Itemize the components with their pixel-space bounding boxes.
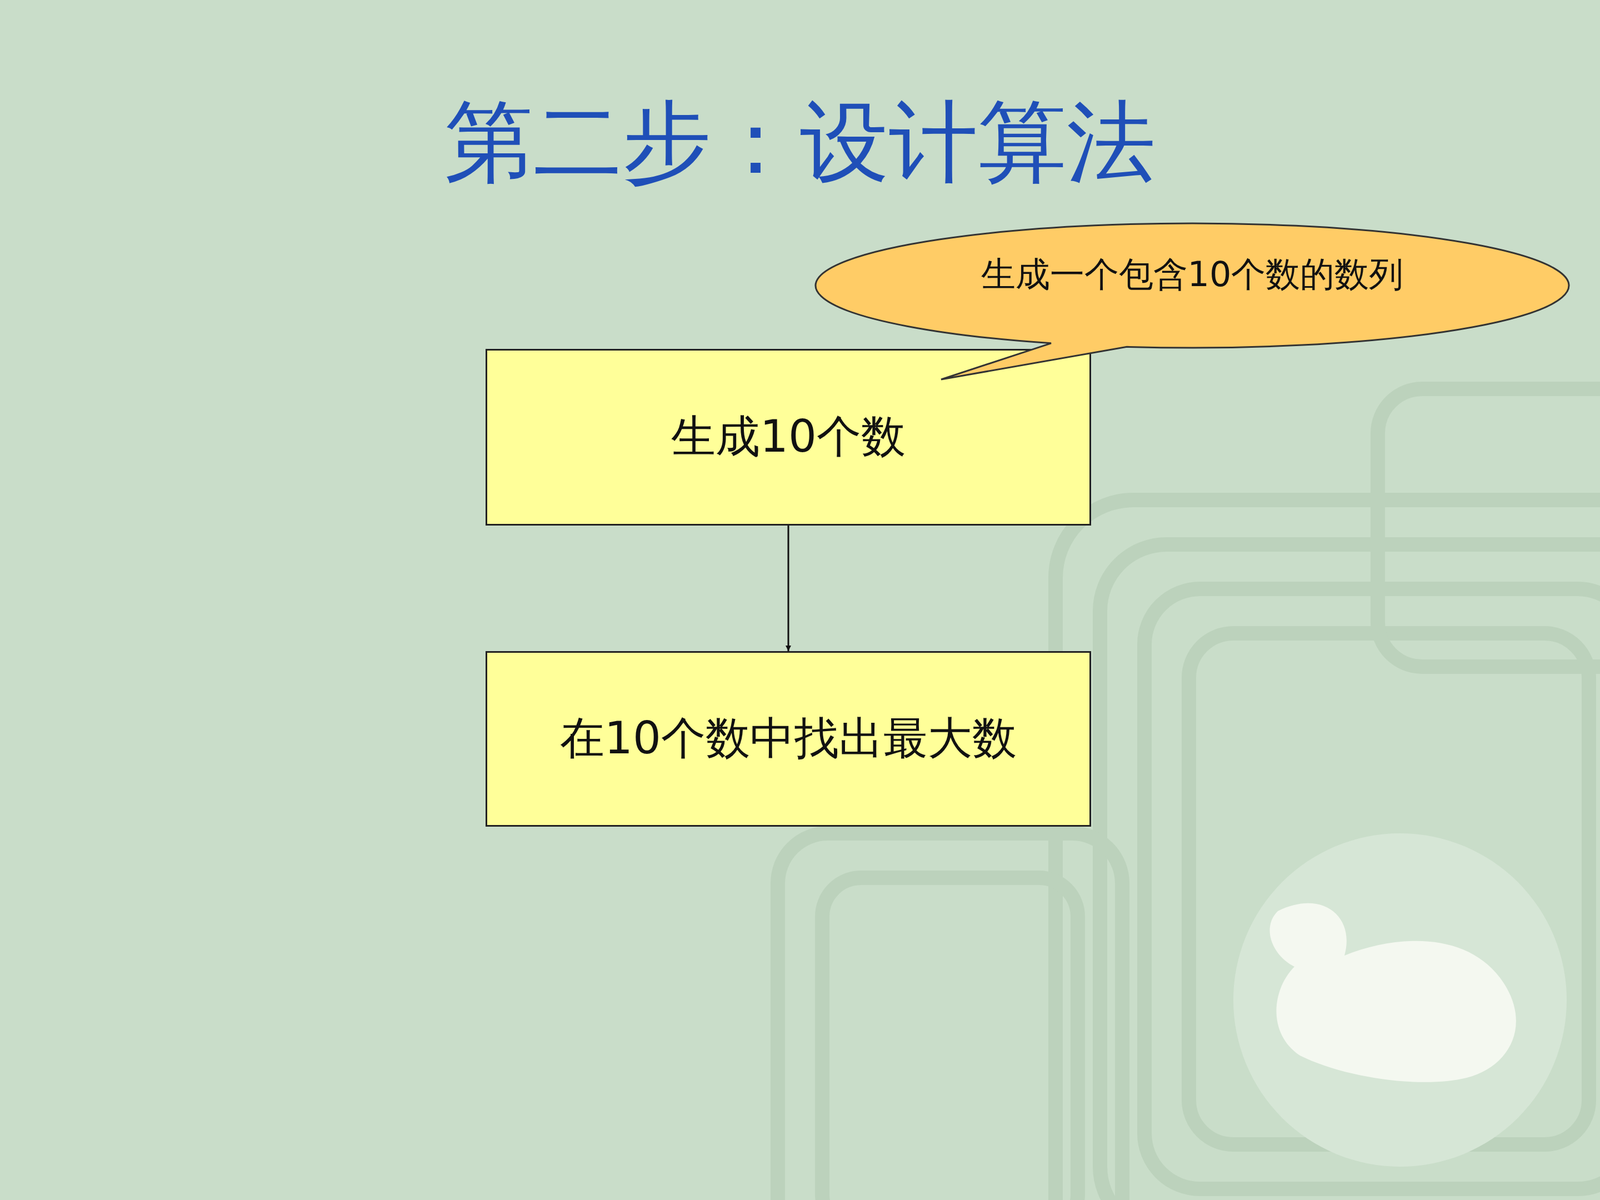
box-label: 在10个数中找出最大数	[560, 708, 1017, 769]
box-label: 生成10个数	[671, 407, 906, 468]
flow-arrow	[787, 525, 790, 652]
process-box: 在10个数中找出最大数	[485, 651, 1092, 827]
slide-title: 第二步：设计算法	[0, 83, 1600, 204]
process-box: 生成10个数	[485, 348, 1092, 526]
callout-bubble: 生成一个包含10个数的数列	[814, 222, 1570, 349]
callout-text: 生成一个包含10个数的数列	[981, 251, 1404, 298]
